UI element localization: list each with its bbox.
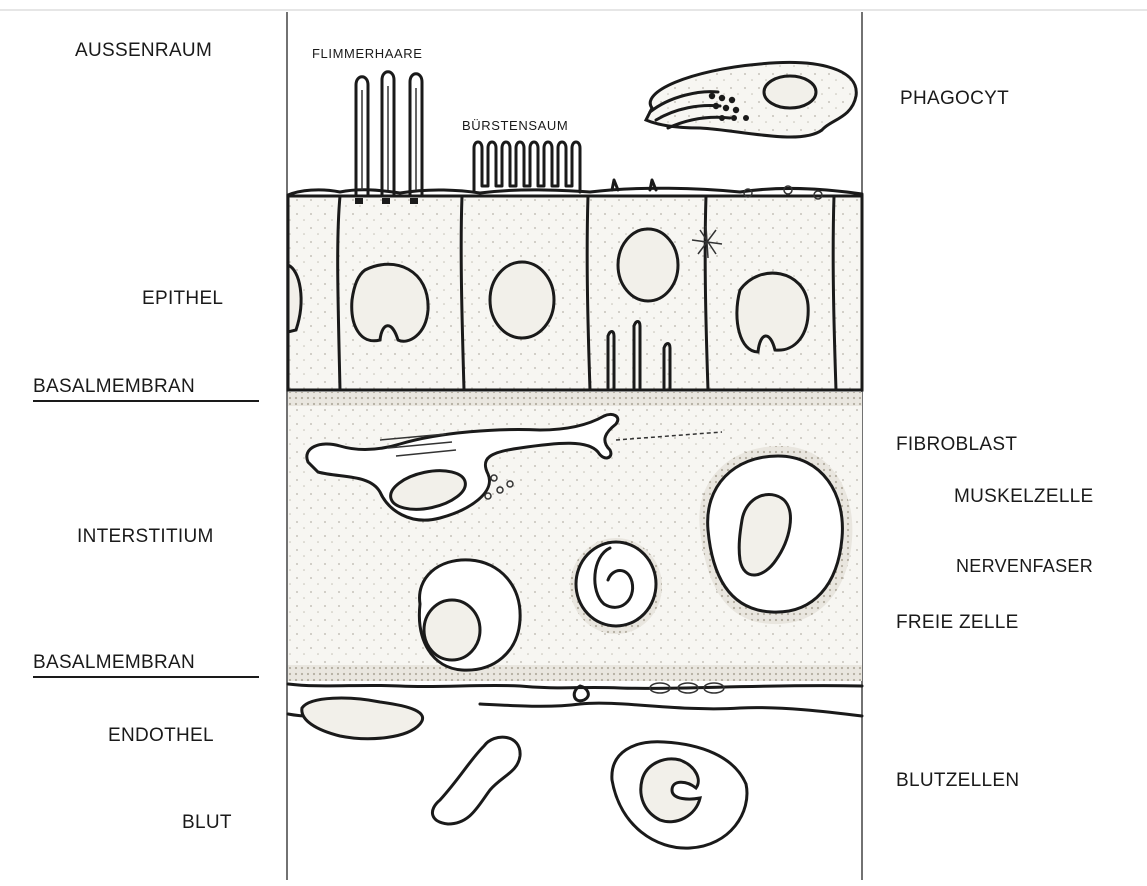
- label-aussenraum: AUSSENRAUM: [75, 40, 212, 62]
- label-epithel: EPITHEL: [142, 288, 223, 310]
- free-cell: [419, 560, 520, 670]
- basal-membrane-bottom: [288, 665, 862, 681]
- label-basalmembran-bottom: BASALMEMBRAN: [33, 652, 259, 678]
- label-interstitium: INTERSTITIUM: [77, 526, 214, 548]
- label-fibroblast: FIBROBLAST: [896, 434, 1017, 456]
- label-basalmembran-top: BASALMEMBRAN: [33, 376, 259, 402]
- epithelial-layer: [288, 180, 862, 390]
- label-endothel: ENDOTHEL: [108, 725, 214, 747]
- nerve-fiber: [570, 538, 662, 634]
- label-flimmerhaare: FLIMMERHAARE: [312, 46, 423, 61]
- endothelium: [288, 683, 862, 739]
- cilia: [355, 72, 422, 204]
- blood-cells: [432, 737, 747, 848]
- label-muskelzelle: MUSKELZELLE: [954, 486, 1094, 508]
- label-buerstensaum: BÜRSTENSAUM: [462, 118, 568, 133]
- label-blutzellen: BLUTZELLEN: [896, 770, 1019, 792]
- muscle-cell: [699, 446, 852, 624]
- basal-membrane-top: [288, 392, 862, 406]
- label-phagocyt: PHAGOCYT: [900, 88, 1009, 110]
- label-nervenfaser: NERVENFASER: [956, 556, 1093, 577]
- label-freie-zelle: FREIE ZELLE: [896, 612, 1019, 634]
- phagocyte: [646, 62, 856, 137]
- label-blut: BLUT: [182, 812, 232, 834]
- brush-border: [474, 142, 580, 192]
